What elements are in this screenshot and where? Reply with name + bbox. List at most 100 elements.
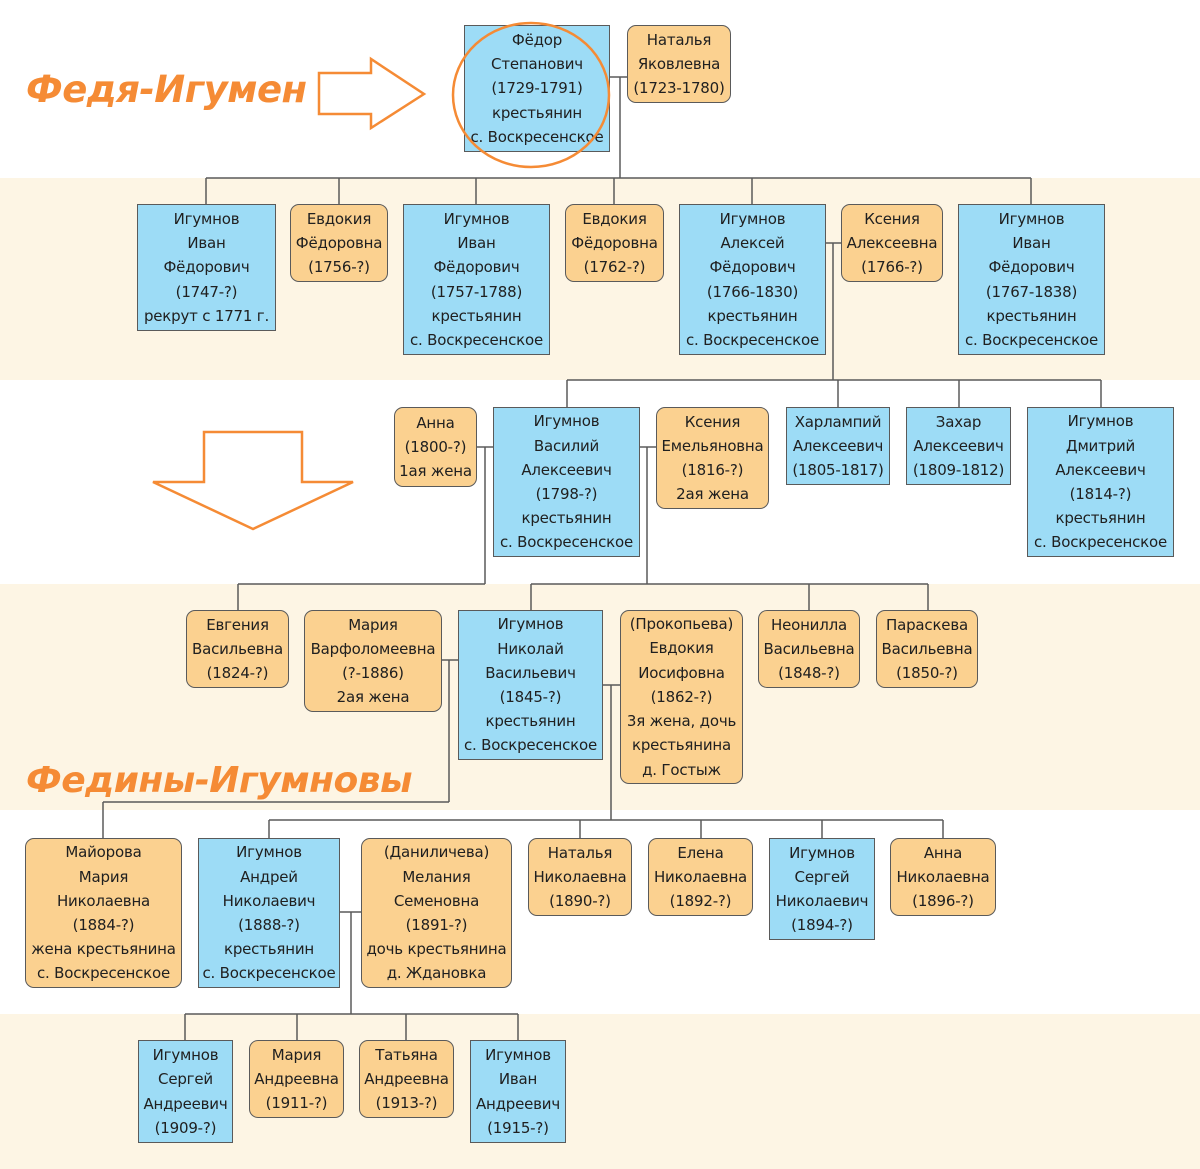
person-line: (Прокопьева) xyxy=(629,615,734,634)
person-line: (1909-?) xyxy=(154,1118,217,1137)
person-line: Игумнов xyxy=(533,412,600,431)
person-line: крестьянин xyxy=(986,306,1077,325)
person-line: Алексей xyxy=(720,234,785,253)
person-line: 1ая жена xyxy=(399,462,472,481)
person-line: Алексеевич xyxy=(792,436,884,455)
person-line: Андреевна xyxy=(254,1069,339,1088)
person-line: Сергей xyxy=(794,867,850,886)
person-line: Иван xyxy=(187,234,226,253)
person-line: Татьяна xyxy=(375,1045,438,1064)
person-line: (1798-?) xyxy=(535,485,598,503)
person-line: Степанович xyxy=(491,55,583,74)
person-line: (1890-?) xyxy=(549,892,611,911)
person-line: с. Воскресенское xyxy=(964,330,1099,349)
person-line: (1913-?) xyxy=(375,1094,438,1113)
person-line: Алексеевна xyxy=(846,233,938,252)
person-line: крестьянин xyxy=(485,712,576,731)
person-line: (1814-?) xyxy=(1069,485,1132,503)
person-line: Игумнов xyxy=(998,209,1065,228)
person-line: Васильевна xyxy=(192,639,283,658)
person-line: (Даниличева) xyxy=(383,843,490,862)
person-line: Фёдорович xyxy=(163,258,250,277)
person-line: Фёдор xyxy=(511,30,563,49)
person-line: (1848-?) xyxy=(778,664,840,683)
person-line: Анна xyxy=(416,413,455,432)
person-line: Захар xyxy=(935,412,982,431)
person-line: с. Воскресенское xyxy=(499,533,634,552)
person-line: (1915-?) xyxy=(487,1118,549,1137)
person-line: крестьянин xyxy=(223,940,314,959)
person-line: Фёдоровна xyxy=(571,233,658,252)
person-line: Фёдоровна xyxy=(295,233,383,252)
person-line: (1892-?) xyxy=(669,892,732,911)
person-line: Игумнов xyxy=(443,209,510,228)
person-line: Андреевич xyxy=(143,1094,228,1113)
person-line: Андрей xyxy=(240,867,298,886)
person-line: Николаевич xyxy=(775,892,869,910)
person-line: (1911-?) xyxy=(265,1094,328,1113)
person-line: (1723-1780) xyxy=(633,79,725,98)
person-line: Харлампий xyxy=(794,412,882,431)
person-line: (1766-?) xyxy=(861,258,923,277)
person-line: Игумнов xyxy=(152,1046,219,1065)
person-line: с. Воскресенское xyxy=(36,964,171,983)
person-line: Фёдорович xyxy=(988,258,1075,277)
person-line: (1891-?) xyxy=(405,916,468,934)
person-line: дочь крестьянина xyxy=(366,940,507,959)
person-line: (1800-?) xyxy=(404,437,467,456)
person-line: 2ая жена xyxy=(676,485,749,504)
person-line: (1757-1788) xyxy=(430,282,523,301)
person-line: Евдокия xyxy=(649,639,714,658)
person-line: с. Воскресенское xyxy=(470,127,604,146)
person-line: с. Воскресенское xyxy=(202,964,336,983)
person-line: Неонилла xyxy=(770,615,847,634)
person-line: (1805-1817) xyxy=(792,461,884,480)
person-line: крестьянин xyxy=(707,306,798,325)
person-line: (1809-1812) xyxy=(912,461,1005,480)
person-line: (1845-?) xyxy=(499,688,562,706)
person-line: Алексеевич xyxy=(1055,460,1146,479)
person-line: Евдокия xyxy=(582,209,647,228)
person-line: Николаевна xyxy=(896,867,990,886)
person-line: Игумнов xyxy=(719,209,786,228)
person-line: Николай xyxy=(497,639,564,658)
person-line: д. Ждановка xyxy=(386,964,487,983)
person-name: Анна (1800-?) 1ая жена xyxy=(399,411,472,484)
person-line: (1888-?) xyxy=(238,916,300,934)
person-line: Иван xyxy=(457,234,496,253)
person-line: Василий xyxy=(533,436,600,455)
person-line: Васильевич xyxy=(485,663,576,682)
person-line: Иван xyxy=(1012,234,1051,253)
person-line: Игумнов xyxy=(497,615,564,634)
person-line: жена крестьянина xyxy=(31,940,176,959)
person-line: Варфоломеевна xyxy=(310,639,436,658)
